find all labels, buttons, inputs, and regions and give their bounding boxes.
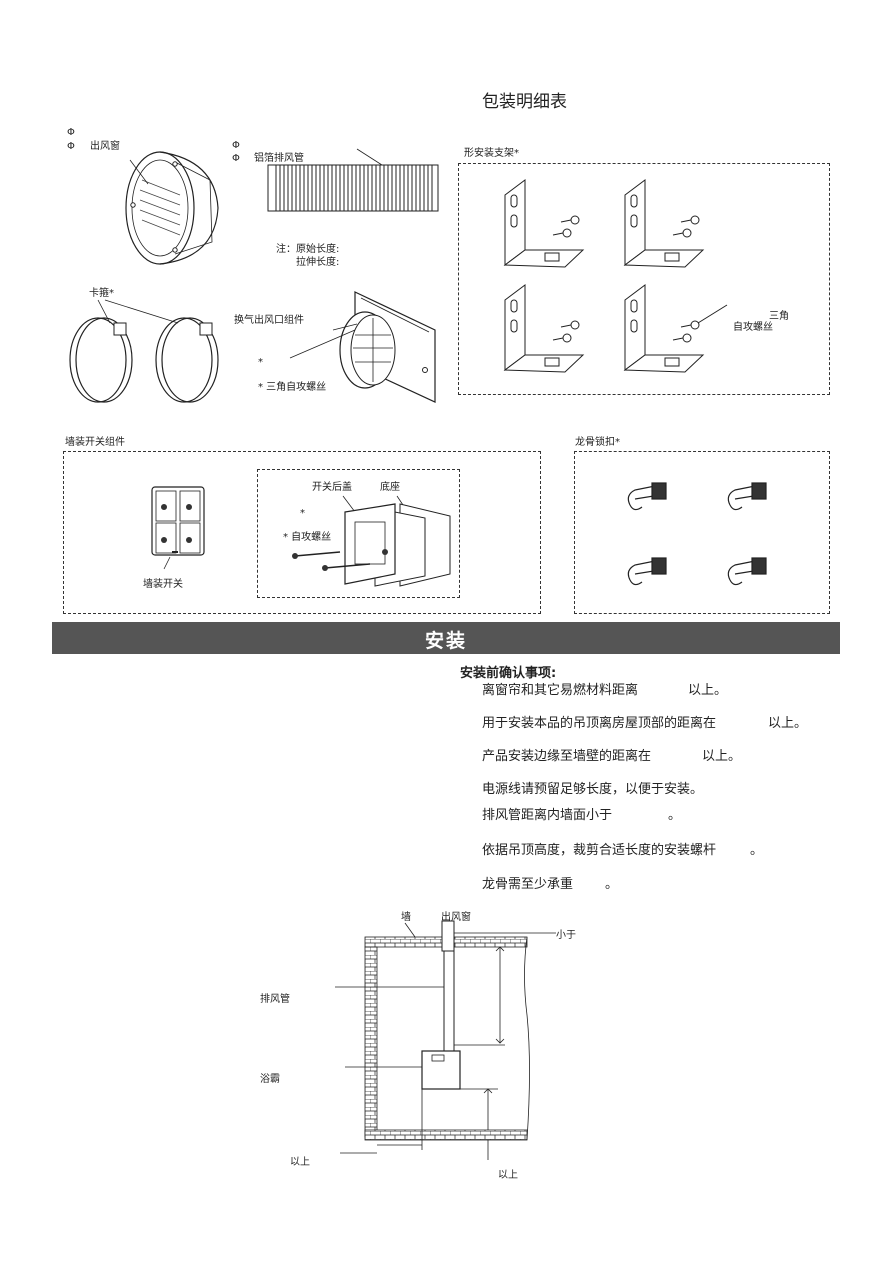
bracket-title: 形安装支架*	[464, 148, 519, 159]
wall-switch-label: 墙装开关	[143, 579, 183, 590]
phi-label: Φ	[232, 140, 240, 151]
install-banner-text: 安装	[424, 630, 467, 652]
install-line-6b: 。	[750, 843, 764, 858]
phi-label: Φ	[232, 153, 240, 164]
install-line-5a: 排风管距离内墙面小于	[482, 808, 613, 823]
diagram-less-than-label: 小于	[556, 930, 576, 941]
bracket-box	[458, 163, 830, 395]
install-line-4: 电源线请预留足够长度，以便于安装。	[482, 782, 704, 797]
install-banner: 安装	[52, 622, 840, 654]
switch-parts-box	[257, 469, 460, 598]
install-line-7b: 。	[605, 877, 619, 892]
keel-clip-title: 龙骨锁扣*	[575, 437, 620, 448]
diagram-above-bottom-label: 以上	[498, 1170, 518, 1181]
page-title: 包装明细表	[482, 92, 567, 112]
phi-label: Φ	[67, 141, 75, 152]
switch-kit-title: 墙装开关组件	[65, 437, 125, 448]
keel-clip-box	[574, 451, 830, 614]
switch-base-label: 底座	[380, 482, 400, 493]
clamp-drawing	[69, 299, 219, 403]
bracket-drawing	[503, 179, 728, 373]
install-line-6a: 依据吊顶高度，裁剪合适长度的安装螺杆	[482, 843, 717, 858]
install-line-1a: 离窗帘和其它易燃材料距离	[482, 683, 639, 698]
install-confirm-title: 安装前确认事项:	[460, 666, 557, 681]
phi-label: Φ	[67, 127, 75, 138]
note-stretched-length: 拉伸长度:	[296, 257, 340, 268]
diagram-vent-label: 出风窗	[441, 912, 471, 923]
install-line-2b: 以上。	[768, 716, 808, 731]
switch-kit-box	[63, 451, 541, 614]
outlet-screw-label: * 三角自攻螺丝	[258, 382, 327, 393]
installation-diagram	[335, 920, 556, 1160]
outlet-kit-drawing	[289, 291, 436, 403]
switch-screw-label: * 自攻螺丝	[283, 532, 332, 543]
install-line-3a: 产品安装边缘至墙壁的距离在	[482, 749, 652, 764]
install-line-3b: 以上。	[702, 749, 742, 764]
wall-switch-drawing	[151, 486, 205, 570]
vent-window-drawing	[125, 151, 219, 265]
keel-clip-drawing	[627, 482, 767, 586]
diagram-wall-label: 墙	[401, 912, 411, 923]
install-line-2a: 用于安装本品的吊顶离房屋顶部的距离在	[482, 716, 717, 731]
install-line-5b: 。	[668, 808, 682, 823]
diagram-heater-label: 浴霸	[260, 1074, 280, 1085]
install-line-1b: 以上。	[688, 683, 728, 698]
foil-duct-label: 铝箔排风管	[254, 153, 304, 164]
bracket-screw-label-2: 自攻螺丝	[733, 322, 773, 333]
bracket-screw-label: 三角	[769, 311, 789, 322]
diagram-duct-label: 排风管	[260, 994, 290, 1005]
switch-star: *	[300, 508, 305, 519]
install-line-7a: 龙骨需至少承重	[482, 877, 574, 892]
switch-back-cover-label: 开关后盖	[312, 482, 352, 493]
outlet-kit-label: 换气出风口组件	[234, 315, 304, 326]
vent-window-label: 出风窗	[90, 141, 120, 152]
outlet-star: *	[258, 357, 263, 368]
note-original-length: 注：原始长度:	[276, 244, 340, 255]
switch-box-drawing	[292, 495, 451, 587]
foil-duct-drawing	[267, 148, 439, 212]
diagram-above-left-label: 以上	[290, 1157, 310, 1168]
clamp-label: 卡箍*	[89, 288, 114, 299]
